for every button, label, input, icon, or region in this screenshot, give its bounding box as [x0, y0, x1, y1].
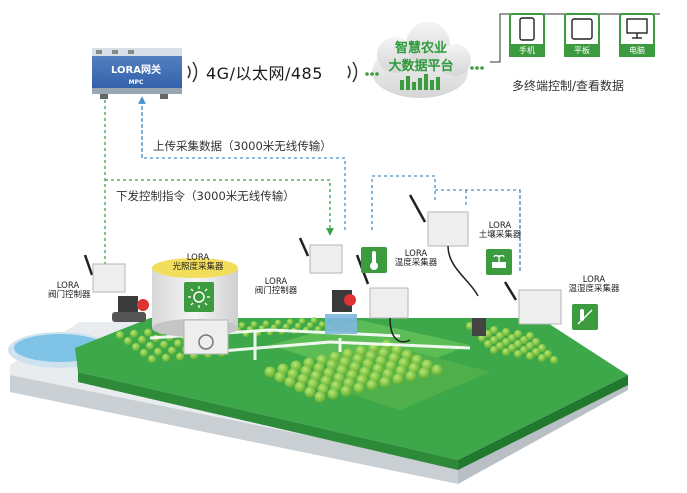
device-valve-mid	[298, 237, 357, 334]
device-light-box	[183, 319, 229, 355]
device-label-soil: LORA 土壤采集器	[478, 221, 522, 240]
crop-rows	[116, 317, 558, 403]
device-label-light: LORA 光照度采集器	[172, 253, 224, 272]
device-soil	[408, 194, 512, 336]
light-sensor-tank	[152, 258, 238, 337]
device-label-temp-humidity: LORA 温湿度采集器	[568, 275, 620, 294]
upload-arrow-label: 上传采集数据（3000米无线传输）	[153, 139, 332, 153]
seedling-icon	[492, 262, 506, 268]
cloud-platform	[372, 22, 471, 98]
signal-waves-right	[347, 61, 358, 83]
terminal-label-phone: 手机	[509, 45, 545, 57]
terminals-caption: 多终端控制/查看数据	[512, 79, 625, 93]
cloud-terminal-connector	[365, 66, 484, 76]
tablet-icon	[571, 18, 593, 40]
upload-arrows	[138, 96, 521, 272]
download-arrow-label: 下发控制指令（3000米无线传输）	[116, 189, 295, 203]
sun-icon	[193, 291, 205, 303]
device-label-temperature: LORA 温度采集器	[394, 249, 438, 268]
device-temperature	[355, 247, 411, 343]
thermometer-icon	[372, 251, 376, 265]
gateway-model: MPC	[128, 79, 144, 86]
cloud-bars	[400, 74, 440, 90]
phone-icon	[519, 17, 535, 41]
terminal-label-computer: 电脑	[619, 45, 655, 57]
terminal-label-tablet: 平板	[564, 45, 600, 57]
cloud-line-2: 大数据平台	[388, 59, 454, 74]
signal-waves-left	[187, 61, 198, 83]
link-text: 4G/以太网/485	[206, 64, 323, 83]
download-arrows	[101, 100, 334, 274]
device-label-valve-left: LORA 阀门控制器	[48, 281, 91, 300]
device-valve-left	[83, 254, 149, 322]
device-temp-humidity	[503, 281, 598, 330]
humidity-icon	[580, 309, 584, 321]
lora-gateway	[92, 48, 182, 99]
gateway-name: LORA网关	[111, 65, 161, 76]
cloud-line-1: 智慧农业	[394, 41, 447, 56]
device-label-valve-mid: LORA 阀门控制器	[254, 277, 298, 296]
